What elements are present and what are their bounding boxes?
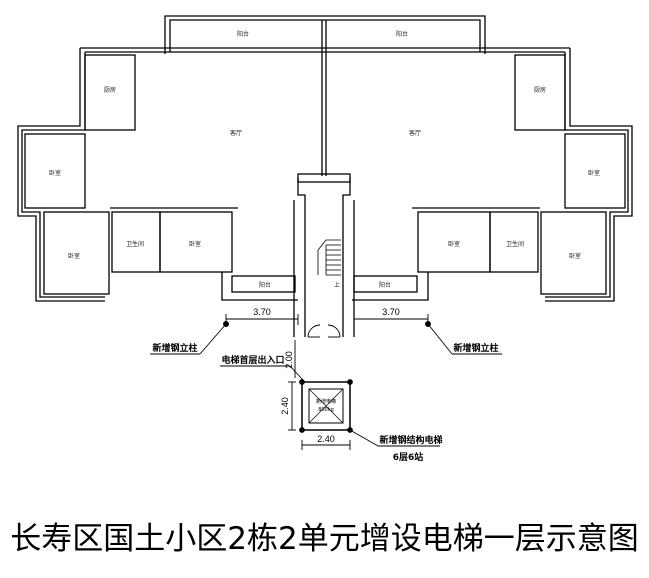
interior-walls [24,20,626,301]
label-bedroom-right-outer: 卧室 [588,169,600,177]
dim-right-span: 3.70 [382,307,400,317]
note-new-column-left: 新增钢立柱 [152,342,197,354]
elevator-shaft [299,379,440,447]
label-bedroom-left-outer: 卧室 [49,169,61,177]
label-living-left: 客厅 [230,129,242,137]
label-bedroom-left-low: 卧室 [68,252,80,260]
room-labels: 阳台 阳台 厨房 厨房 客厅 客厅 卧室 卧室 卧室 卫生间 卧室 卧室 卫生间… [49,30,600,289]
page-title: 长寿区国土小区2栋2单元增设电梯一层示意图 [10,521,639,557]
label-kitchen-right: 厨房 [534,86,546,94]
label-bath-left: 卫生间 [126,240,144,248]
note-elevator-stops: 6层6站 [393,451,424,463]
label-balcony-bottom-left: 阳台 [259,281,271,289]
annotations: 新增钢立柱 新增钢立柱 电梯首层出入口 新增电梯 800kg 新增钢结构电梯 6… [152,342,498,463]
label-bedroom-right-mid: 卧室 [448,240,460,248]
dim-shaft-height: 2.40 [280,397,290,415]
label-bedroom-right-low: 卧室 [569,252,581,260]
dim-left-span: 3.70 [253,307,271,317]
label-bedroom-left-mid: 卧室 [189,240,201,248]
label-balcony-top-right: 阳台 [396,30,408,38]
note-elevator-label-1: 新增电梯 [316,398,336,405]
label-bath-right: 卫生间 [506,240,524,248]
stair-core [293,173,355,338]
note-elevator-exit: 电梯首层出入口 [221,354,284,366]
label-balcony-top-left: 阳台 [237,30,249,38]
label-balcony-bottom-right: 阳台 [379,281,391,289]
new-steel-column-markers [150,321,502,381]
note-elevator-label-2: 800kg [318,407,334,413]
dimension-labels: 3.70 3.70 2.00 2.40 2.40 [253,307,400,444]
dim-exit-gap: 2.00 [284,351,294,369]
note-new-column-right: 新增钢立柱 [453,342,498,354]
note-elevator-type: 新增钢结构电梯 [379,434,442,446]
label-stair-up: 上 [334,281,340,289]
label-living-right: 客厅 [409,129,421,137]
building-outline [17,15,633,302]
dim-shaft-width: 2.40 [317,434,335,444]
label-kitchen-left: 厨房 [104,86,116,94]
